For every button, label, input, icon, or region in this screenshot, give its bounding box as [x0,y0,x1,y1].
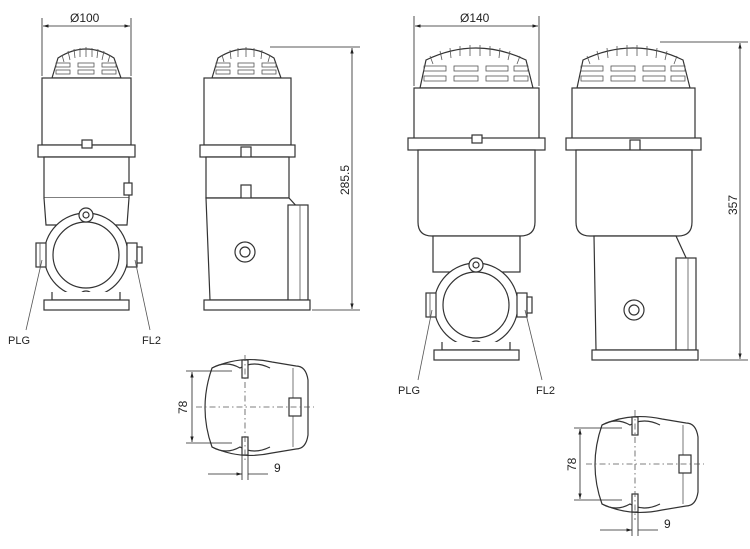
large-base-depth-dimension [574,427,622,501]
large-diameter-label: Ø140 [460,11,490,25]
small-base-plan [196,355,314,462]
large-front-view [407,45,546,381]
large-height-dimension [660,41,748,361]
large-base-depth-label: 78 [565,457,579,471]
large-diameter-dimension [413,16,540,86]
large-fitting-label: FL2 [536,385,555,397]
small-diameter-dimension [41,18,132,76]
small-height-dimension [270,46,360,311]
large-side-view [565,45,702,361]
small-base-hole-dimension [208,455,268,480]
small-fitting-label: FL2 [142,335,161,347]
small-base-hole-label: 9 [274,461,281,475]
small-diameter-label: Ø100 [70,11,100,25]
large-height-label: 357 [726,195,740,215]
small-base-depth-label: 78 [176,400,190,414]
large-base-plan [586,410,704,520]
small-base-depth-dimension [186,370,232,444]
large-plug-label: PLG [398,385,420,397]
small-side-view [199,47,311,311]
small-plug-label: PLG [8,335,30,347]
large-base-hole-dimension [600,512,658,536]
small-front-view [25,47,151,331]
small-height-label: 285.5 [338,165,352,195]
large-base-hole-label: 9 [664,517,671,531]
